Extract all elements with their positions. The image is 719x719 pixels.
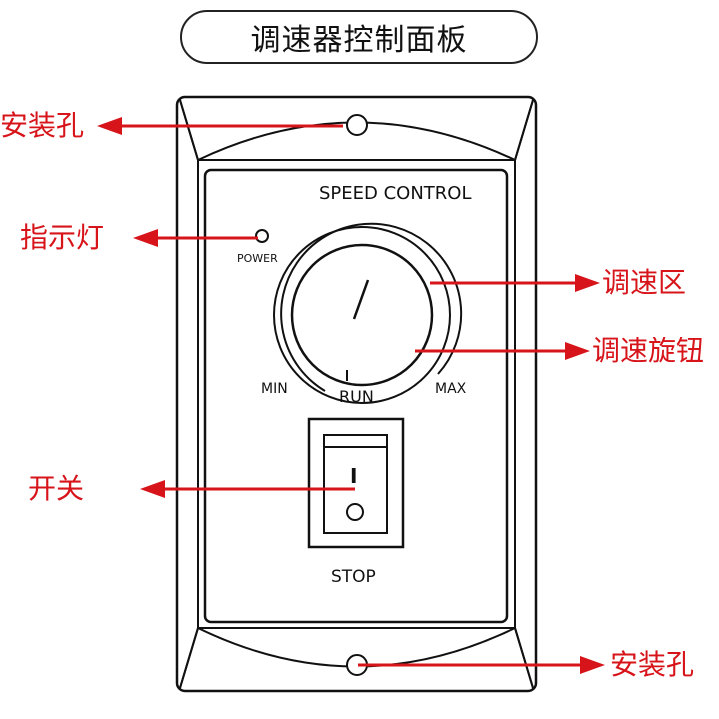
callout-mount-hole-bottom: 安装孔 <box>610 648 695 681</box>
panel-title: 调速器控制面板 <box>180 10 538 64</box>
speed-zone-ring <box>273 226 451 404</box>
mount-hole-top-icon <box>346 114 368 136</box>
housing-side-right <box>514 99 534 689</box>
knob-pointer <box>352 279 370 320</box>
stop-label: STOP <box>331 567 376 587</box>
callout-indicator-light: 指示灯 <box>20 221 105 254</box>
arrow-head-speed-knob <box>565 342 590 360</box>
arrow-head-switch <box>140 480 165 498</box>
callout-speed-zone: 调速区 <box>602 266 687 299</box>
callout-lines <box>97 117 605 674</box>
switch-on-mark: I <box>350 464 358 488</box>
min-label: MIN <box>261 381 288 397</box>
callout-mount-hole-top: 安装孔 <box>0 109 85 142</box>
run-label: RUN <box>339 387 374 406</box>
arrow-head-mount-bottom <box>580 656 605 674</box>
arrow-head-mount-top <box>97 117 122 135</box>
power-label: POWER <box>237 252 278 265</box>
speed-zone-arc <box>280 222 463 392</box>
callout-speed-knob: 调速旋钮 <box>592 337 705 365</box>
power-indicator-icon <box>255 229 269 243</box>
speed-control-label: SPEED CONTROL <box>319 183 472 204</box>
switch-off-icon <box>346 503 364 521</box>
arrow-head-speed-zone <box>575 274 600 292</box>
arrow-head-indicator <box>133 229 158 247</box>
speed-knob <box>290 243 434 387</box>
max-label: MAX <box>435 381 467 397</box>
housing-side-left <box>179 99 199 689</box>
callout-switch: 开关 <box>28 472 85 505</box>
